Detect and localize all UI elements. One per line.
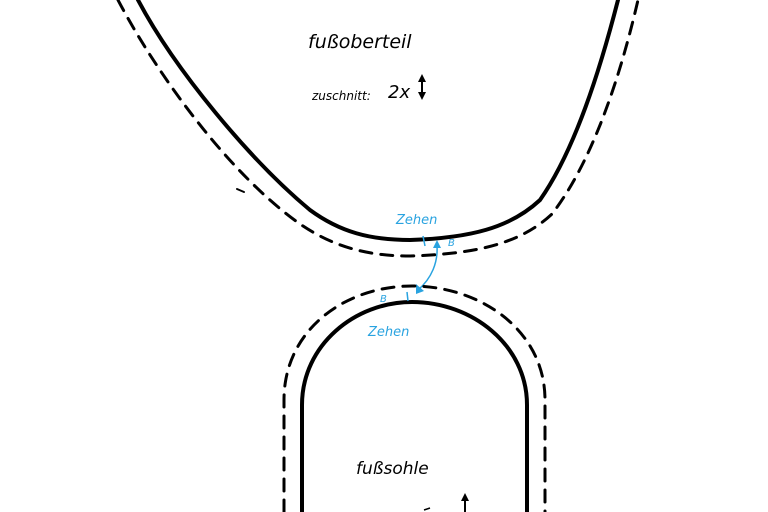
upper-seam-allowance [116, 0, 640, 258]
upper-mark-b: B [448, 238, 455, 249]
match-arrow-icon [416, 240, 441, 294]
sole-piece: Zehen B fußsohle [282, 284, 547, 512]
sole-title: fußsohle [356, 459, 429, 479]
upper-toe-label: Zehen [395, 213, 437, 228]
sole-toe-label: Zehen [367, 325, 409, 340]
sole-cut-line [300, 299, 529, 512]
cut-label: zuschnitt: [311, 89, 371, 103]
sole-grainline-arrow-icon [461, 493, 469, 512]
grainline-arrow-icon [418, 74, 426, 100]
sole-seam-allowance [282, 284, 547, 512]
sole-partial-mark [423, 507, 431, 511]
upper-title: fußoberteil [308, 31, 412, 53]
upper-cut-line [136, 0, 620, 243]
sole-notch-tick [406, 291, 409, 302]
sole-mark-b: B [380, 294, 387, 305]
upper-piece: fußoberteil zuschnitt: 2x Zehen B [116, 0, 640, 258]
stray-mark [236, 188, 245, 193]
upper-notch-tick [422, 235, 426, 247]
cut-count: 2x [388, 82, 410, 103]
